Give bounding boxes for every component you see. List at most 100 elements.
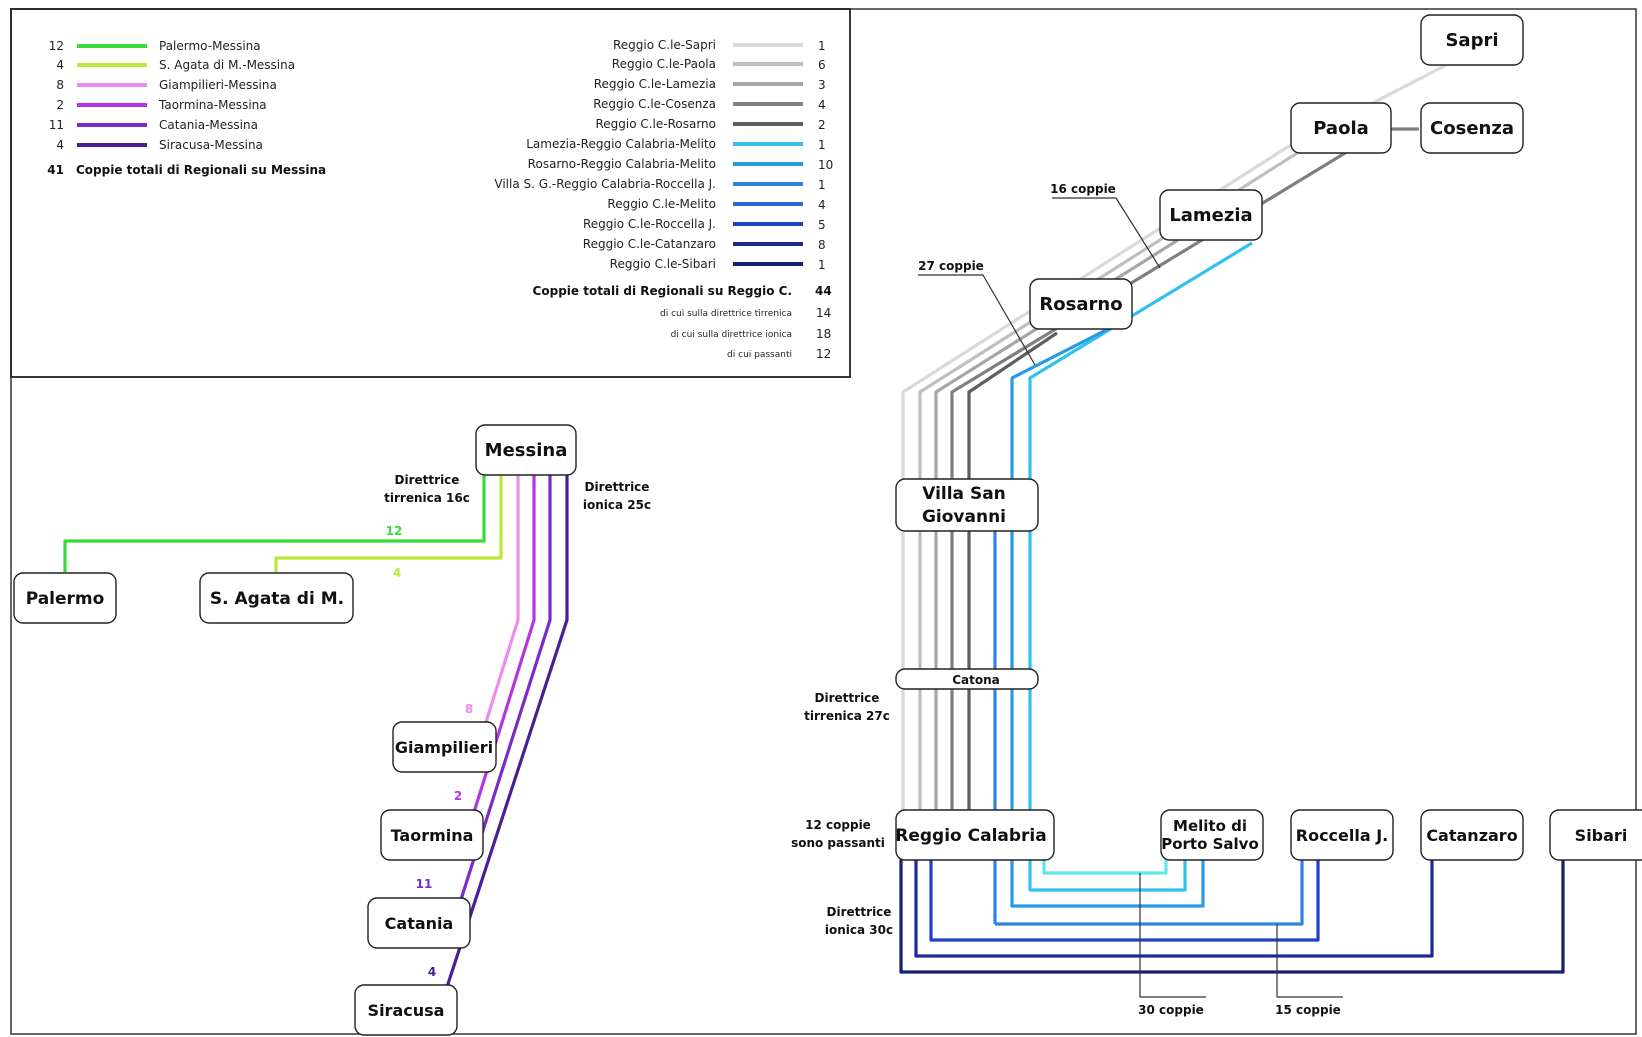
legend-label: Reggio C.le-Sapri xyxy=(613,38,716,52)
legend-item-sagata: 4 S. Agata di M.-Messina xyxy=(56,58,295,72)
station-catona[interactable]: Catona xyxy=(895,668,1039,690)
station-label: Catania xyxy=(385,914,454,933)
legend-item-cosenza: Reggio C.le-Cosenza 4 xyxy=(593,97,825,112)
station-siracusa[interactable]: Siracusa xyxy=(354,984,458,1036)
legend-count: 4 xyxy=(56,138,64,152)
legend-item-rc-roccella: Reggio C.le-Roccella J. 5 xyxy=(583,217,826,232)
station-reggio-calabria[interactable]: Reggio Calabria xyxy=(895,809,1055,861)
legend-label: Taormina-Messina xyxy=(158,98,267,112)
note-16-coppie: 16 coppie xyxy=(1050,182,1116,196)
station-paola[interactable]: Paola xyxy=(1290,102,1392,154)
station-rosarno[interactable]: Rosarno xyxy=(1029,278,1133,330)
station-label: Villa San xyxy=(922,484,1006,504)
legend-count: 4 xyxy=(818,198,826,212)
legend-count: 3 xyxy=(818,78,826,92)
station-label: Taormina xyxy=(391,826,474,845)
legend-label: Catania-Messina xyxy=(159,118,258,132)
legend-label: Villa S. G.-Reggio Calabria-Roccella J. xyxy=(494,177,716,191)
line-sagata-messina xyxy=(274,458,503,572)
line-siracusa-messina xyxy=(444,458,569,991)
station-label: S. Agata di M. xyxy=(210,589,344,609)
legend-item-rosarno-melito: Rosarno-Reggio Calabria-Melito 10 xyxy=(528,157,834,172)
legend-item-rc-melito: Reggio C.le-Melito 4 xyxy=(607,197,825,212)
station-messina[interactable]: Messina xyxy=(475,424,577,476)
line-rc-melito-loop3 xyxy=(1010,856,1205,908)
annotations: Direttrice tirrenica 16c Direttrice ioni… xyxy=(384,182,1341,1017)
count-taormina: 2 xyxy=(454,789,462,803)
legend-sub-count: 12 xyxy=(816,347,831,361)
line-palermo-messina xyxy=(63,458,486,572)
count-sagata: 4 xyxy=(393,566,401,580)
station-cosenza[interactable]: Cosenza xyxy=(1420,102,1524,154)
legend-item-villa-roccella: Villa S. G.-Reggio Calabria-Roccella J. … xyxy=(494,177,825,192)
station-roccella[interactable]: Roccella J. xyxy=(1290,809,1394,861)
note-passanti: 12 coppie xyxy=(805,818,871,832)
legend-label: Reggio C.le-Sibari xyxy=(610,257,716,271)
legend-label: Lamezia-Reggio Calabria-Melito xyxy=(526,137,716,151)
legend-label: Reggio C.le-Roccella J. xyxy=(583,217,716,231)
line-rc-sapri xyxy=(901,60,1453,810)
station-label: Reggio Calabria xyxy=(895,826,1046,846)
station-sapri[interactable]: Sapri xyxy=(1420,14,1524,66)
note-dir-tirrenica-27: tirrenica 27c xyxy=(804,709,890,723)
legend-count: 12 xyxy=(49,39,64,53)
legend-total-label: Coppie totali di Regionali su Reggio C. xyxy=(533,284,792,298)
legend-sub-label: di cui passanti xyxy=(727,350,792,360)
note-27-coppie: 27 coppie xyxy=(918,259,984,273)
station-label: Catanzaro xyxy=(1426,826,1517,845)
station-catanzaro[interactable]: Catanzaro xyxy=(1420,809,1524,861)
legend-total-count: 41 xyxy=(47,163,64,177)
leader-16-coppie xyxy=(1052,197,1161,269)
legend-item-catania: 11 Catania-Messina xyxy=(49,118,258,132)
station-taormina[interactable]: Taormina xyxy=(380,809,484,861)
legend-count: 1 xyxy=(818,138,826,152)
station-lamezia[interactable]: Lamezia xyxy=(1159,189,1263,241)
station-label: Roccella J. xyxy=(1296,826,1389,845)
legend-sub-count: 14 xyxy=(816,306,831,320)
line-giampilieri-messina xyxy=(480,458,520,736)
legend-label: Reggio C.le-Rosarno xyxy=(595,117,716,131)
station-label: Messina xyxy=(485,440,568,461)
line-rc-sibari xyxy=(899,856,1565,974)
line-rc-melito-loop1 xyxy=(1042,856,1168,875)
legend-count: 4 xyxy=(818,98,826,112)
station-villa-san-giovanni[interactable]: Villa San Giovanni xyxy=(895,478,1039,532)
legend-item-rosarno: Reggio C.le-Rosarno 2 xyxy=(595,117,825,132)
legend-label: Reggio C.le-Cosenza xyxy=(593,97,716,111)
station-label: Porto Salvo xyxy=(1161,835,1259,853)
legend-count: 8 xyxy=(56,78,64,92)
station-label: Giovanni xyxy=(922,507,1006,527)
line-lamezia-melito xyxy=(1028,241,1253,856)
legend-count: 2 xyxy=(56,98,64,112)
legend-count: 4 xyxy=(56,58,64,72)
station-label: Siracusa xyxy=(368,1001,445,1020)
legend-label: Reggio C.le-Paola xyxy=(612,57,716,71)
legend-count: 11 xyxy=(49,118,64,132)
station-sagata[interactable]: S. Agata di M. xyxy=(199,572,354,624)
legend-count: 5 xyxy=(818,218,826,232)
legend-item-siracusa: 4 Siracusa-Messina xyxy=(56,138,263,152)
legend-sub-label: di cui sulla direttrice tirrenica xyxy=(660,309,792,319)
legend-label: Palermo-Messina xyxy=(159,39,261,53)
legend-item-taormina: 2 Taormina-Messina xyxy=(56,98,266,112)
legend-label: Reggio C.le-Lamezia xyxy=(594,77,716,91)
station-sibari[interactable]: Sibari xyxy=(1549,809,1642,861)
note-passanti: sono passanti xyxy=(791,836,885,850)
legend-box xyxy=(10,8,851,378)
note-dir-tirrenica-16: Direttrice xyxy=(395,473,460,487)
station-melito[interactable]: Melito di Porto Salvo xyxy=(1160,809,1264,861)
line-rc-catanzaro xyxy=(914,856,1434,958)
legend-item-rc-sibari: Reggio C.le-Sibari 1 xyxy=(610,257,826,272)
legend-count: 1 xyxy=(818,39,826,53)
station-palermo[interactable]: Palermo xyxy=(13,572,117,624)
legend-item-palermo: 12 Palermo-Messina xyxy=(49,39,261,53)
legend-sub-label: di cui sulla direttrice ionica xyxy=(671,330,792,340)
legend-count: 6 xyxy=(818,58,826,72)
leader-30-coppie xyxy=(1139,873,1206,998)
station-giampilieri[interactable]: Giampilieri xyxy=(392,721,497,773)
station-label: Paola xyxy=(1313,118,1369,139)
station-catania[interactable]: Catania xyxy=(367,897,471,949)
note-30-coppie: 30 coppie xyxy=(1138,1003,1204,1017)
count-siracusa: 4 xyxy=(428,965,436,979)
